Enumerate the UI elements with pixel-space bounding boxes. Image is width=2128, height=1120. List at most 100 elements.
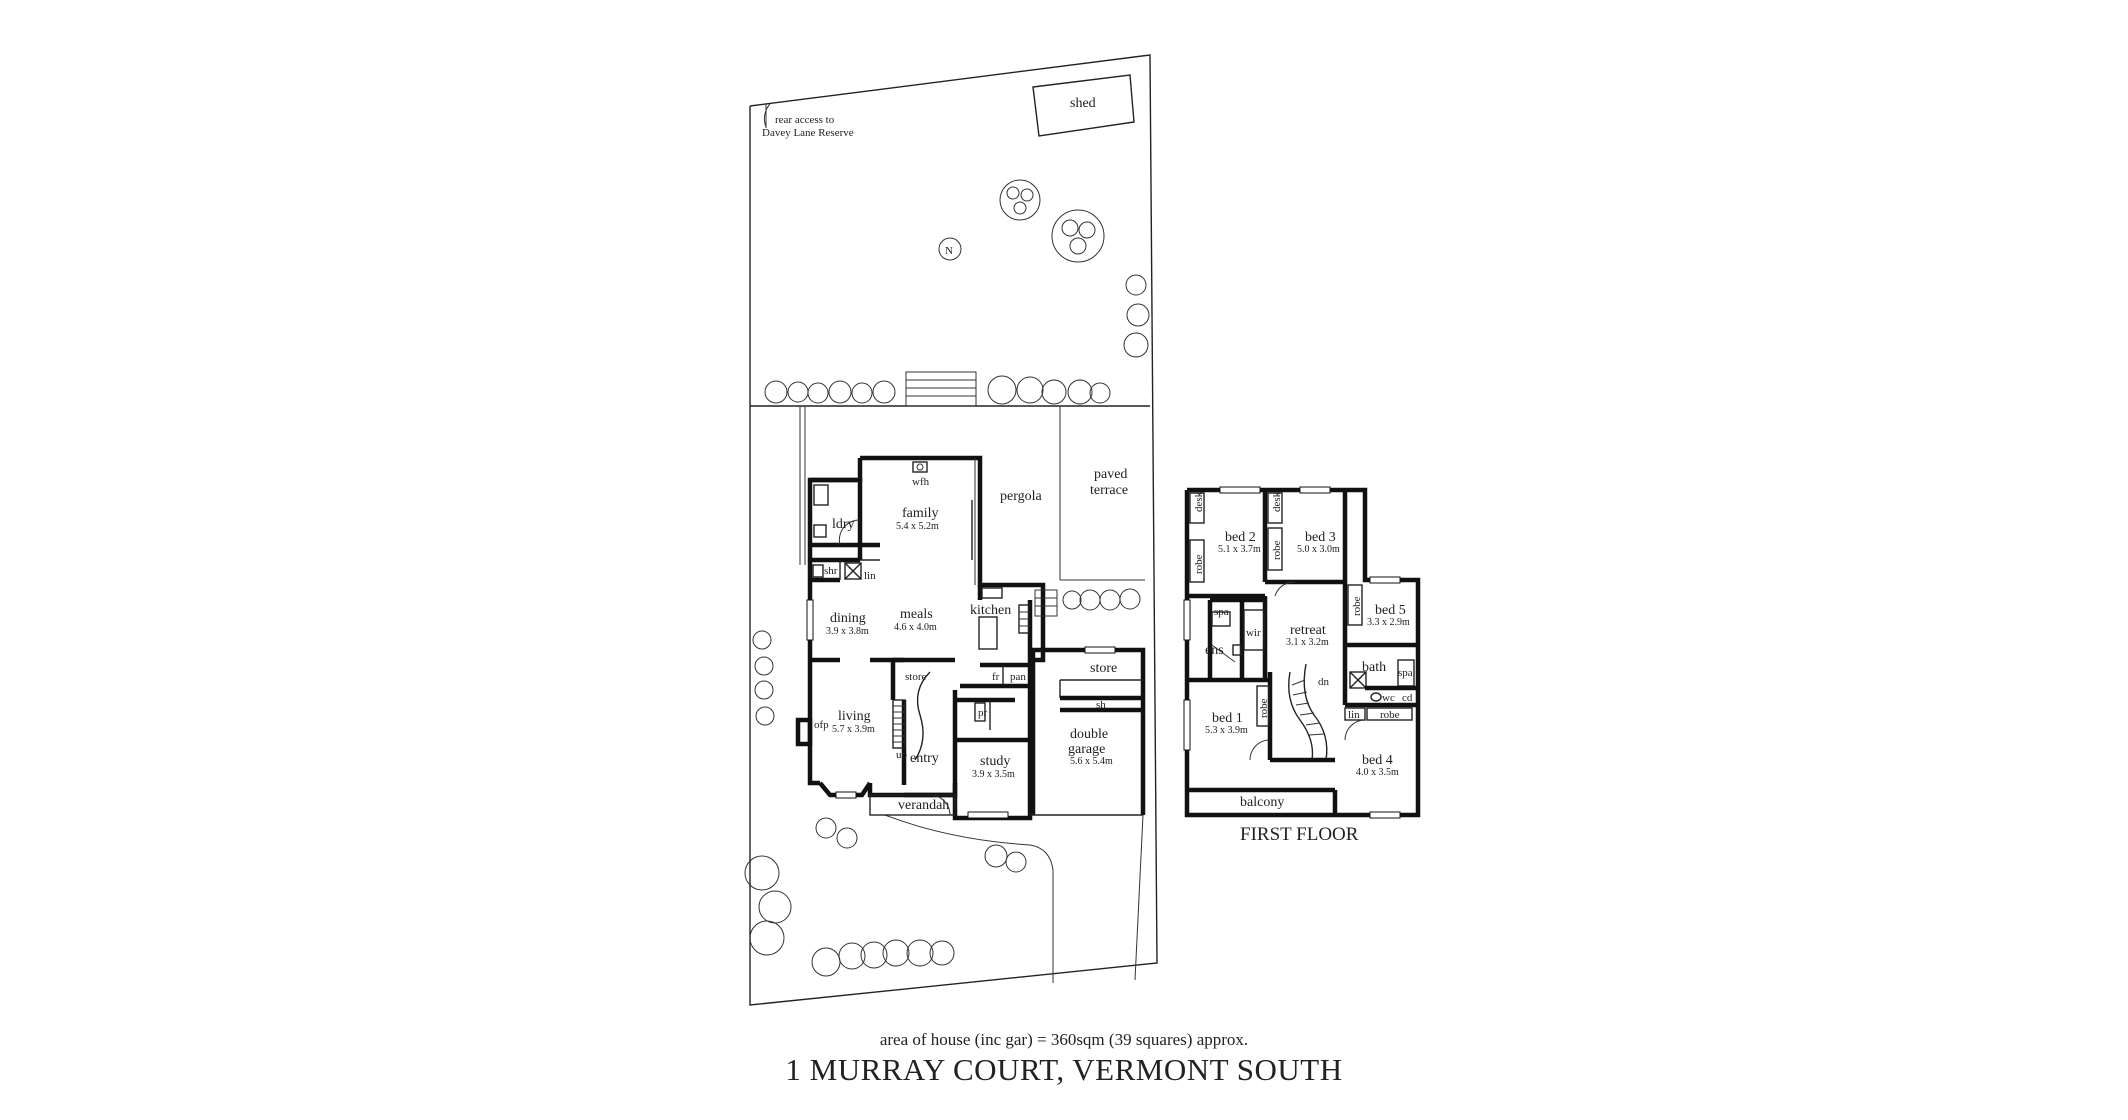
tree-icon bbox=[1016, 376, 1044, 404]
tree-icon bbox=[1041, 379, 1067, 405]
wfh-label: wfh bbox=[912, 476, 930, 488]
ldry-label: ldry bbox=[832, 517, 855, 532]
shed-label: shed bbox=[1070, 96, 1096, 111]
bed4-dim: 4.0 x 3.5m bbox=[1356, 767, 1399, 778]
tree-icon bbox=[838, 942, 866, 970]
garage-dim: 5.6 x 5.4m bbox=[1070, 756, 1113, 767]
first-floor bbox=[1183, 486, 1421, 819]
rear-access-label-line2: Davey Lane Reserve bbox=[762, 127, 854, 139]
garage-store-label: store bbox=[1090, 661, 1117, 676]
svg-text:N: N bbox=[945, 245, 953, 257]
area-note: area of house (inc gar) = 360sqm (39 squ… bbox=[879, 1030, 1249, 1049]
tree-icon bbox=[815, 817, 837, 839]
bed2-dim: 5.1 x 3.7m bbox=[1218, 544, 1261, 555]
dining-dim: 3.9 x 3.8m bbox=[826, 626, 869, 637]
dn-label: dn bbox=[1318, 676, 1330, 688]
bed2-label: bed 2 bbox=[1225, 530, 1256, 545]
kitchen-label: kitchen bbox=[970, 603, 1011, 618]
family-dim: 5.4 x 5.2m bbox=[896, 521, 939, 532]
study-dim: 3.9 x 3.5m bbox=[972, 769, 1015, 780]
site-boundary bbox=[749, 54, 1158, 1006]
robe-bed5-label: robe bbox=[1351, 596, 1363, 616]
tree-icon bbox=[836, 827, 858, 849]
pergola-label: pergola bbox=[1000, 489, 1043, 504]
address-title: 1 MURRAY COURT, VERMONT SOUTH bbox=[785, 1052, 1343, 1087]
tree-icon bbox=[1051, 209, 1105, 263]
tree-icon bbox=[1099, 589, 1121, 611]
tree-icon bbox=[1119, 588, 1141, 610]
tree-icon bbox=[754, 680, 774, 700]
robe-bed4-label: robe bbox=[1380, 709, 1400, 721]
first-stairs bbox=[1288, 663, 1328, 761]
family-label: family bbox=[902, 506, 939, 521]
tree-icon bbox=[984, 844, 1008, 868]
tree-icon bbox=[1126, 303, 1150, 327]
meals-label: meals bbox=[900, 607, 933, 622]
desk-label-2: desk bbox=[1271, 491, 1283, 512]
retreat-label: retreat bbox=[1290, 623, 1326, 638]
ground-floor bbox=[795, 455, 1146, 821]
sh-label: sh bbox=[1096, 699, 1106, 711]
ground-stairs bbox=[892, 671, 931, 761]
wc-label: wc bbox=[1382, 692, 1395, 704]
tree-icon bbox=[1005, 851, 1027, 873]
tree-icon bbox=[807, 382, 829, 404]
backyard-steps bbox=[905, 371, 977, 407]
tree-icon bbox=[749, 920, 785, 956]
verandah-label: verandah bbox=[898, 798, 949, 813]
tree-icon bbox=[1062, 590, 1082, 610]
desk-label-1: desk bbox=[1193, 491, 1205, 512]
bed3-dim: 5.0 x 3.0m bbox=[1297, 544, 1340, 555]
study-label: study bbox=[980, 754, 1010, 769]
bed5-label: bed 5 bbox=[1375, 603, 1406, 618]
up-label: up bbox=[896, 749, 908, 761]
ofp-label: ofp bbox=[814, 719, 829, 731]
north-arrow-icon: N bbox=[938, 237, 962, 261]
robe-bed2-label: robe bbox=[1193, 554, 1205, 574]
tree-icon bbox=[860, 941, 888, 969]
balcony-label: balcony bbox=[1240, 795, 1284, 810]
robe-bed1-label: robe bbox=[1258, 698, 1270, 718]
paved-terrace-line1: paved bbox=[1094, 467, 1127, 482]
trees bbox=[744, 179, 1150, 977]
tree-icon bbox=[1125, 274, 1147, 296]
tree-icon bbox=[754, 656, 774, 676]
lin-ff-label: lin bbox=[1348, 709, 1360, 721]
spa-label: spa bbox=[1214, 606, 1229, 618]
bed4-label: bed 4 bbox=[1362, 753, 1393, 768]
pr-label: pr bbox=[978, 707, 988, 719]
bed5-dim: 3.3 x 2.9m bbox=[1367, 617, 1410, 628]
robe-bed3-label: robe bbox=[1271, 540, 1283, 560]
bed1-dim: 5.3 x 3.9m bbox=[1205, 725, 1248, 736]
cd-label: cd bbox=[1402, 692, 1413, 704]
tree-icon bbox=[1067, 379, 1093, 405]
tree-icon bbox=[828, 380, 852, 404]
retreat-dim: 3.1 x 3.2m bbox=[1286, 637, 1329, 648]
bed1-label: bed 1 bbox=[1212, 711, 1243, 726]
tree-icon bbox=[882, 939, 910, 967]
tree-icon bbox=[872, 380, 896, 404]
first-floor-title: FIRST FLOOR bbox=[1240, 824, 1359, 845]
tree-icon bbox=[755, 706, 775, 726]
tree-icon bbox=[929, 940, 955, 966]
living-label: living bbox=[838, 709, 871, 724]
tree-icon bbox=[764, 380, 788, 404]
tree-icon bbox=[999, 179, 1041, 221]
tree-icon bbox=[906, 939, 934, 967]
tree-icon bbox=[987, 375, 1017, 405]
tree-icon bbox=[851, 382, 873, 404]
lin-label: lin bbox=[864, 570, 876, 582]
rear-access-label-line1: rear access to bbox=[775, 114, 835, 126]
shed: shed bbox=[1032, 74, 1135, 137]
tree-icon bbox=[787, 381, 809, 403]
bath-label: bath bbox=[1362, 660, 1386, 675]
tree-icon bbox=[1123, 332, 1149, 358]
dining-label: dining bbox=[830, 611, 866, 626]
wir-label: wir bbox=[1246, 627, 1261, 639]
living-dim: 5.7 x 3.9m bbox=[832, 724, 875, 735]
tree-icon bbox=[811, 947, 841, 977]
ens-label: ens bbox=[1205, 643, 1224, 658]
entry-label: entry bbox=[910, 751, 939, 766]
garage-label-line2: garage bbox=[1068, 742, 1105, 757]
